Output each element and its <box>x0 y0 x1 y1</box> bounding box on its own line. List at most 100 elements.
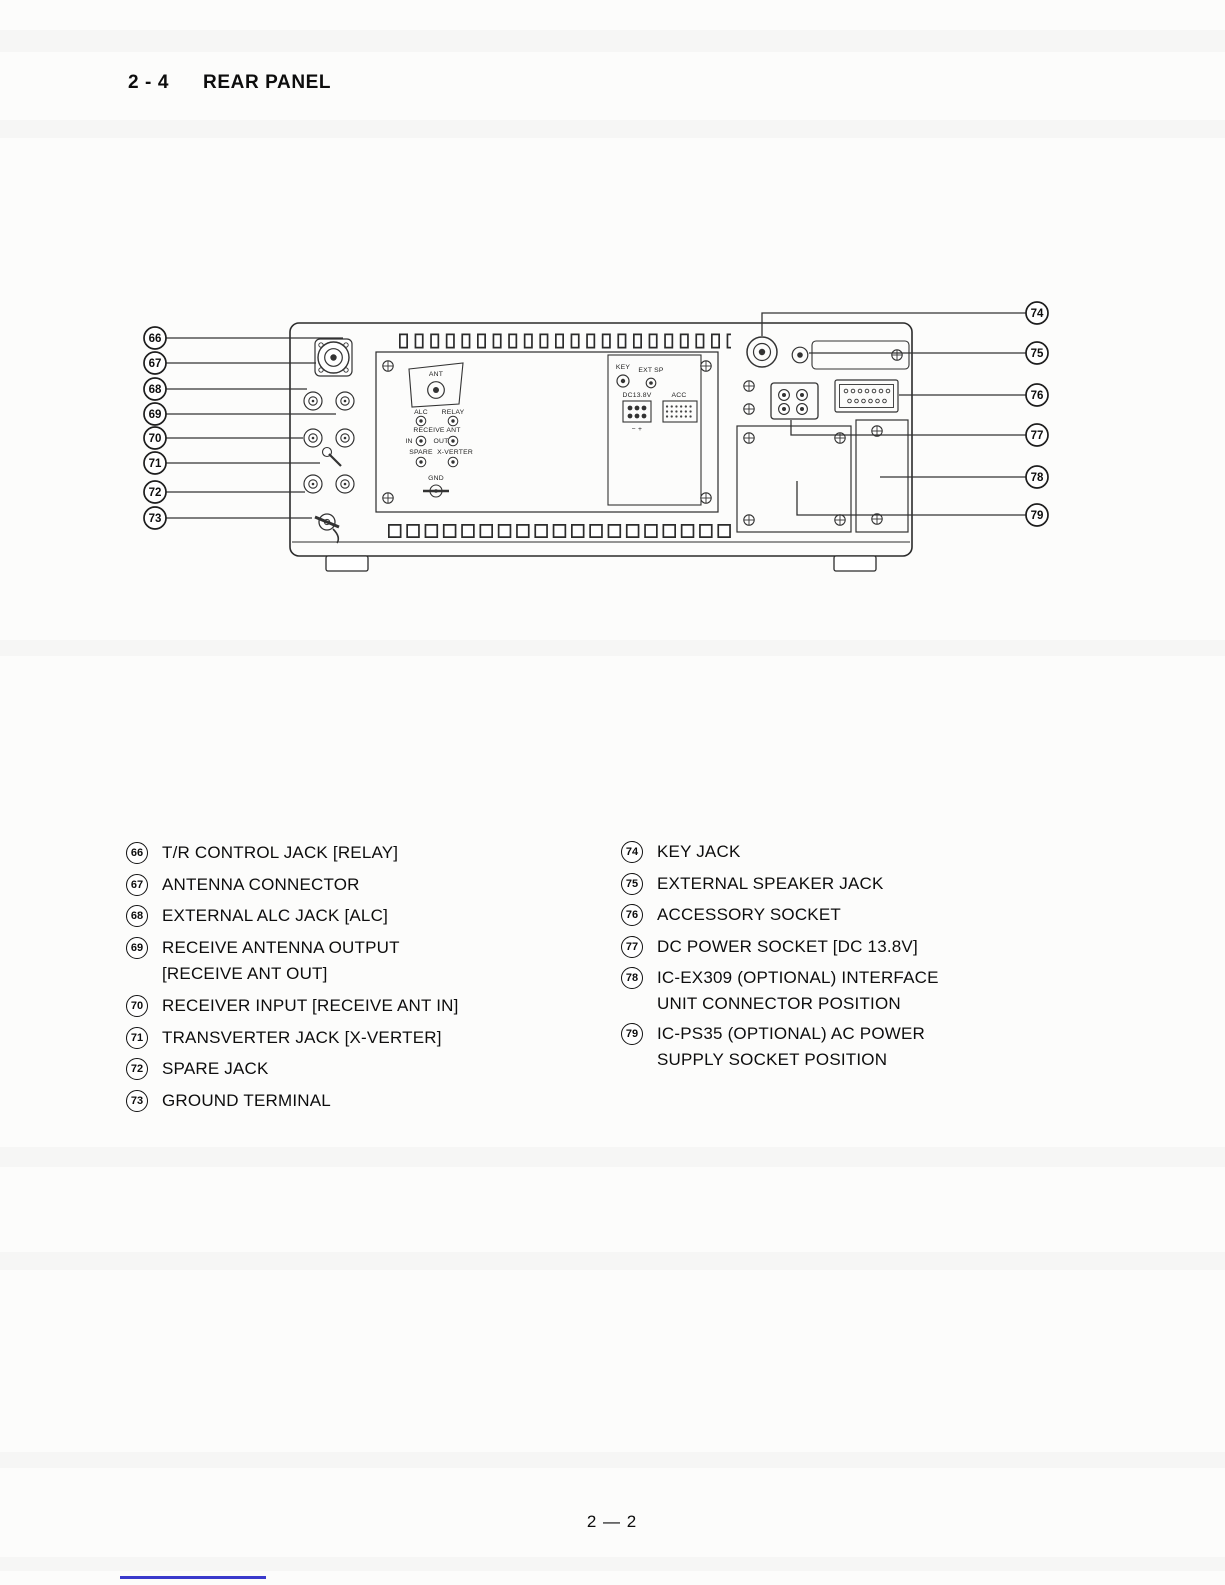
callout-badge-76: 76 <box>621 904 643 926</box>
section-number: 2 - 4 <box>128 72 170 93</box>
diagram-callout-68: 68 <box>143 377 167 401</box>
legend-text: EXTERNAL SPEAKER JACK <box>657 874 884 893</box>
diagram-callout-71: 71 <box>143 451 167 475</box>
label-receive-ant: RECEIVE ANT <box>413 427 460 434</box>
scan-artifact-band <box>0 1557 1225 1571</box>
legend-item-73: 73 GROUND TERMINAL <box>126 1088 331 1114</box>
callout-badge-74: 74 <box>621 841 643 863</box>
legend-item-75: 75 EXTERNAL SPEAKER JACK <box>621 871 884 897</box>
antenna-connector <box>314 338 353 377</box>
legend-text: UNIT CONNECTOR POSITION <box>657 994 901 1013</box>
ext-speaker-jack <box>791 346 809 364</box>
scan-artifact-band <box>0 1147 1225 1167</box>
callout-badge-68: 68 <box>126 905 148 927</box>
label-key: KEY <box>616 364 630 371</box>
label-spare: SPARE <box>409 449 433 456</box>
callout-number-77: 77 <box>1031 430 1044 442</box>
label-out: OUT <box>434 438 449 445</box>
inner-panel <box>375 351 719 513</box>
legend-text: ANTENNA CONNECTOR <box>162 875 360 894</box>
scan-artifact-band <box>0 1252 1225 1270</box>
callout-number-78: 78 <box>1031 472 1044 484</box>
label-in: IN <box>405 438 412 445</box>
diagram-callouts: 66 67 68 69 70 71 72 73 74 75 76 77 78 7… <box>143 301 1049 530</box>
diagram-callout-77: 77 <box>1025 423 1049 447</box>
label-x-verter: X-VERTER <box>437 449 473 456</box>
label-gnd: GND <box>428 475 444 482</box>
acc-pin-grid <box>665 405 697 418</box>
legend-item-70: 70 RECEIVER INPUT [RECEIVE ANT IN] <box>126 993 459 1019</box>
legend-item-79: 79 IC-PS35 (OPTIONAL) AC POWER SUPPLY SO… <box>621 1021 925 1073</box>
legend-item-72: 72 SPARE JACK <box>126 1056 269 1082</box>
legend-text: RECEIVER INPUT [RECEIVE ANT IN] <box>162 996 459 1015</box>
diagram-callout-70: 70 <box>143 426 167 450</box>
legend-text: TRANSVERTER JACK [X-VERTER] <box>162 1028 442 1047</box>
diagram-callout-78: 78 <box>1025 465 1049 489</box>
callout-number-79: 79 <box>1031 510 1044 522</box>
diagram-callout-66: 66 <box>143 326 167 350</box>
legend-text: SPARE JACK <box>162 1059 269 1078</box>
callout-number-76: 76 <box>1031 390 1044 402</box>
ground-terminal <box>314 513 340 544</box>
callout-badge-70: 70 <box>126 995 148 1017</box>
ac-supply-position <box>736 425 852 533</box>
legend-item-76: 76 ACCESSORY SOCKET <box>621 902 841 928</box>
callout-badge-67: 67 <box>126 874 148 896</box>
legend-text: EXTERNAL ALC JACK [ALC] <box>162 906 388 925</box>
diagram-callout-67: 67 <box>143 351 167 375</box>
interface-unit-position <box>855 419 909 533</box>
scan-artifact-band <box>0 1452 1225 1468</box>
legend-item-77: 77 DC POWER SOCKET [DC 13.8V] <box>621 934 918 960</box>
legend-text: KEY JACK <box>657 842 741 861</box>
legend-text: DC POWER SOCKET [DC 13.8V] <box>657 937 918 956</box>
callout-number-68: 68 <box>149 384 162 396</box>
legend-text: RECEIVE ANTENNA OUTPUT <box>162 938 400 957</box>
legend-text: IC-EX309 (OPTIONAL) INTERFACE <box>657 968 939 987</box>
legend-text: T/R CONTROL JACK [RELAY] <box>162 843 399 862</box>
legend-item-71: 71 TRANSVERTER JACK [X-VERTER] <box>126 1025 442 1051</box>
callout-badge-78: 78 <box>621 967 643 989</box>
callout-leaders <box>166 312 1026 519</box>
callout-badge-75: 75 <box>621 873 643 895</box>
label-acc: ACC <box>672 392 687 399</box>
label-polarity: − + <box>632 426 642 433</box>
callout-badge-77: 77 <box>621 936 643 958</box>
diagram-callout-72: 72 <box>143 480 167 504</box>
ant-subpanel: ANT <box>408 362 464 408</box>
callout-badge-71: 71 <box>126 1027 148 1049</box>
legend-text: [RECEIVE ANT OUT] <box>162 964 328 983</box>
middle-subpanel: KEY EXT SP DC13.8V − + ACC <box>607 354 702 506</box>
rear-panel-diagram: ANT ALC RELAY RECEIVE ANT IN OUT SPARE X… <box>143 301 1049 572</box>
legend-item-69: 69 RECEIVE ANTENNA OUTPUT [RECEIVE ANT O… <box>126 935 400 987</box>
panel-case <box>289 322 913 572</box>
callout-number-67: 67 <box>149 358 162 370</box>
callout-number-70: 70 <box>149 433 162 445</box>
legend-item-66: 66 T/R CONTROL JACK [RELAY] <box>126 840 398 866</box>
label-ext-sp: EXT SP <box>638 367 664 374</box>
diagram-callout-73: 73 <box>143 506 167 530</box>
scan-blue-line <box>120 1576 266 1579</box>
diagram-callout-74: 74 <box>1025 301 1049 325</box>
left-jack-field: ALC RELAY RECEIVE ANT IN OUT SPARE X-VER… <box>405 409 473 498</box>
legend-item-67: 67 ANTENNA CONNECTOR <box>126 872 360 898</box>
label-ant: ANT <box>429 371 443 378</box>
legend-item-74: 74 KEY JACK <box>621 839 741 865</box>
dc-power-socket <box>770 382 819 420</box>
label-alc: ALC <box>414 409 428 416</box>
label-relay: RELAY <box>442 409 465 416</box>
callout-badge-79: 79 <box>621 1023 643 1045</box>
left-edge-jacks <box>303 391 355 494</box>
callout-number-75: 75 <box>1031 348 1044 360</box>
callout-number-72: 72 <box>149 487 162 499</box>
diagram-callout-69: 69 <box>143 402 167 426</box>
key-jack <box>746 336 778 368</box>
callout-number-74: 74 <box>1031 308 1044 320</box>
top-right-plate <box>811 340 910 370</box>
diagram-callout-76: 76 <box>1025 383 1049 407</box>
callout-badge-72: 72 <box>126 1058 148 1080</box>
legend-text: ACCESSORY SOCKET <box>657 905 841 924</box>
legend-item-78: 78 IC-EX309 (OPTIONAL) INTERFACE UNIT CO… <box>621 965 939 1017</box>
callout-badge-73: 73 <box>126 1090 148 1112</box>
legend-text: SUPPLY SOCKET POSITION <box>657 1050 888 1069</box>
